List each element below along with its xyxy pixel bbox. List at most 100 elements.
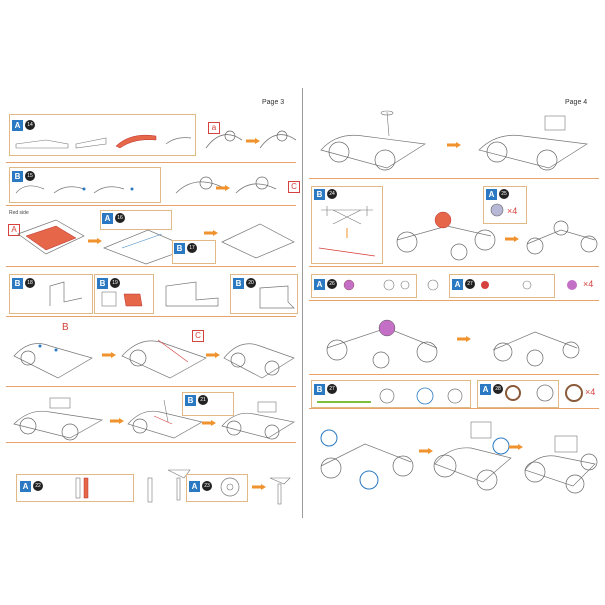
step-row-3: A 26 A 27 ×4: [309, 270, 599, 301]
step-row-2: B 24 A 25 ×4: [309, 182, 599, 267]
part-number: 18: [25, 278, 35, 288]
step-arrow: [204, 230, 218, 236]
page-number: Page 4: [565, 99, 588, 106]
chassis-drawing: [13, 343, 93, 379]
step-arrow: [419, 448, 433, 454]
chassis-wheels-drawing: [396, 211, 496, 261]
ref-label: a: [208, 122, 220, 134]
sheet-label: B: [12, 171, 23, 182]
step-row-4: [309, 304, 599, 375]
sheet-label: A: [480, 384, 491, 395]
wheel-drawing: [220, 477, 240, 497]
tire-drawing: [317, 387, 463, 405]
seat-drawing: [165, 281, 219, 307]
ref-label: A: [8, 224, 20, 236]
sheet-label: A: [12, 120, 23, 131]
seat-part-drawing: [101, 291, 143, 307]
step-arrow: [246, 138, 260, 144]
part-number: 20: [246, 278, 256, 288]
car-drawing: [221, 401, 295, 440]
chassis-drawing: [121, 339, 207, 379]
seat-part-drawing: [49, 281, 83, 306]
step-arrow: [252, 484, 266, 490]
part-number: 17: [187, 243, 197, 253]
part-number: 24: [327, 189, 337, 199]
seat-drawing: [259, 285, 295, 309]
sheet-label: B: [185, 395, 196, 406]
tire-drawing: [565, 384, 583, 402]
chassis-drawing: [17, 219, 85, 255]
part-number: 14: [25, 120, 35, 130]
chassis-wheels-drawing: [326, 319, 438, 369]
multiplier: ×4: [507, 206, 518, 216]
sheet-label: B: [97, 278, 108, 289]
part-number: 23: [202, 481, 212, 491]
lamp-drawing: [269, 477, 291, 505]
sheet-label: B: [12, 278, 23, 289]
part-number: 27: [327, 384, 337, 394]
sheet-label: B: [314, 189, 325, 200]
step-row-1: [309, 108, 599, 179]
part-number: 21: [198, 395, 208, 405]
chassis-wheels-drawing: [526, 220, 598, 255]
car-drawing: [433, 421, 512, 491]
step-arrow: [88, 238, 102, 244]
page-number: Page 3: [262, 99, 285, 106]
step-arrow: [509, 444, 523, 450]
step-arrow: [457, 336, 471, 342]
step-arrow: [447, 142, 461, 148]
part-drawing: [15, 185, 134, 194]
step-row-4: B 18 B 19 B 20: [6, 270, 298, 317]
sheet-label: A: [486, 189, 497, 200]
red-side-note: Red side: [9, 210, 29, 216]
ref-label: C: [192, 330, 204, 342]
step-row-1: A 14 a: [6, 110, 297, 163]
step-row-6: [309, 412, 599, 496]
sheet-label: A: [102, 213, 113, 224]
car-drawing: [478, 115, 589, 171]
step-box: [9, 274, 93, 314]
tire-drawing: [505, 384, 554, 402]
ref-label: B: [62, 322, 69, 333]
step-arrow: [216, 185, 230, 191]
part-drawing: [15, 134, 192, 149]
sheet-label: B: [174, 243, 185, 254]
step-box: [311, 380, 471, 408]
step-box: [483, 186, 527, 224]
part-drawing: [147, 477, 153, 503]
step-arrow: [206, 352, 220, 358]
axle-drawing: [318, 206, 376, 257]
page-4: Page 4 B 24: [303, 0, 605, 605]
step-arrow: [202, 420, 216, 426]
hubcap-drawing: [490, 203, 504, 217]
part-drawing: [75, 477, 89, 499]
chassis-wheels-drawing: [320, 429, 414, 490]
sheet-label: A: [20, 481, 31, 492]
ref-label: C: [288, 181, 300, 193]
sheet-label: A: [452, 279, 463, 290]
chassis-drawing: [221, 223, 295, 259]
sheet-label: A: [189, 481, 200, 492]
part-drawing: [567, 280, 577, 290]
car-drawing: [320, 110, 427, 171]
fender-drawing: [205, 130, 297, 149]
part-drawing: [481, 280, 532, 290]
step-row-3: A Red side A 16 B 17: [6, 208, 296, 267]
multiplier: ×4: [583, 279, 594, 289]
step-arrow: [102, 352, 116, 358]
part-number: 15: [25, 171, 35, 181]
part-drawing: [427, 279, 439, 291]
part-number: 19: [110, 278, 120, 288]
part-number: 16: [115, 213, 125, 223]
part-number: 28: [493, 384, 503, 394]
chassis-wheels-drawing: [492, 331, 580, 367]
car-drawing: [127, 399, 203, 439]
sheet-label: B: [314, 384, 325, 395]
step-row-2: B 15 C: [6, 165, 300, 206]
step-row-7: A 22 A 23: [6, 446, 296, 508]
multiplier: ×4: [585, 387, 596, 397]
part-number: 22: [33, 481, 43, 491]
part-number: 26: [327, 279, 337, 289]
part-number: 27: [465, 279, 475, 289]
step-row-5: B 27 A 28 ×4: [309, 378, 599, 409]
